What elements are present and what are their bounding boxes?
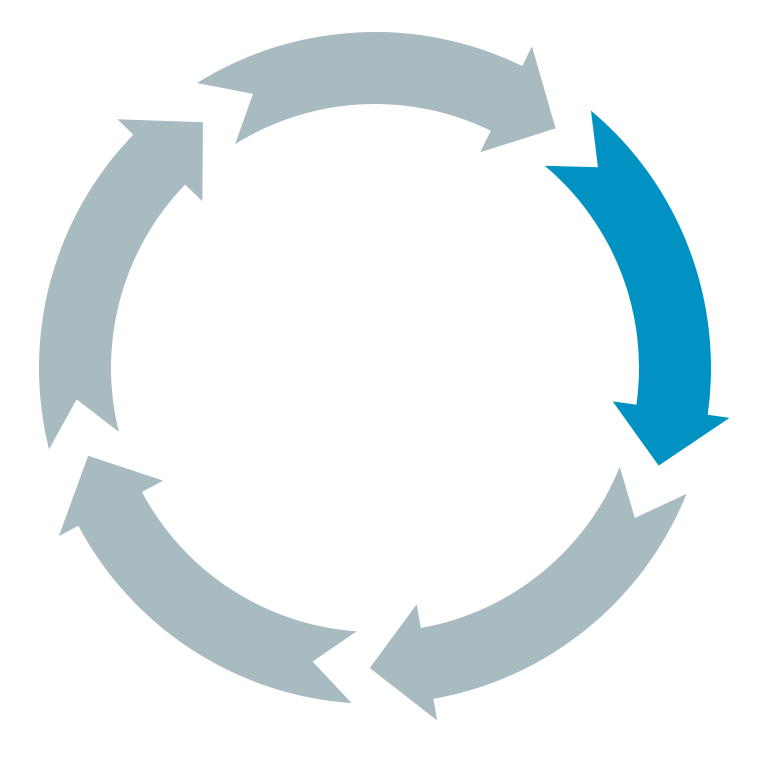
cycle-arrow [369, 466, 687, 721]
cycle-arrow-highlighted [544, 110, 730, 466]
cycle-arrow [38, 119, 203, 450]
cycle-arrow [58, 455, 357, 704]
cycle-arrow [196, 32, 556, 153]
